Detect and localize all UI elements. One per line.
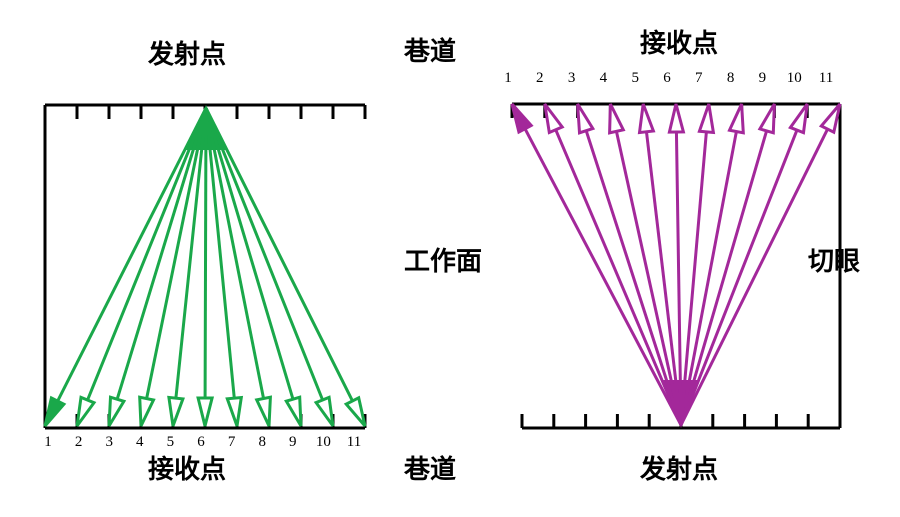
left-receiver-label: 接收点 <box>148 454 226 485</box>
left-num-7: 7 <box>228 434 236 450</box>
left-top-ticks <box>43 105 367 119</box>
right-num-7: 7 <box>695 70 703 86</box>
right-arrowhead-3 <box>576 103 596 135</box>
right-arrowhead-6 <box>667 103 686 134</box>
right-ray-5 <box>644 131 683 426</box>
right-ray-6 <box>674 131 683 426</box>
right-ray-7 <box>679 131 708 426</box>
left-arrowhead-8 <box>254 395 272 427</box>
right-num-1: 1 <box>504 70 512 86</box>
working-face-label: 工作面 <box>404 247 482 277</box>
open-off-cut-label: 切眼 <box>808 247 860 277</box>
right-ray-4 <box>614 131 683 426</box>
right-ray-8 <box>679 131 738 426</box>
right-receiver-label: 接收点 <box>640 28 718 59</box>
left-ray-7 <box>204 107 236 399</box>
right-ray-1 <box>523 128 683 426</box>
left-num-1: 1 <box>44 434 52 450</box>
left-num-4: 4 <box>136 434 144 450</box>
right-num-5: 5 <box>631 70 639 86</box>
right-ray-10 <box>679 129 799 426</box>
left-ray-2 <box>86 107 208 401</box>
right-num-4: 4 <box>600 70 608 86</box>
left-num-2: 2 <box>75 434 83 450</box>
right-num-10: 10 <box>787 70 802 86</box>
left-receiver-numbers: 1 2 3 4 5 6 7 8 9 10 11 <box>44 434 361 450</box>
left-num-6: 6 <box>197 434 205 450</box>
right-source-label: 发射点 <box>639 454 718 485</box>
left-panel: 1 2 3 4 5 6 7 8 9 10 11 <box>43 103 367 450</box>
left-ray-5 <box>174 107 208 399</box>
left-num-8: 8 <box>258 434 266 450</box>
right-arrowhead-7 <box>697 103 716 135</box>
bottom-roadway-label: 巷道 <box>403 454 456 485</box>
right-arrowhead-10 <box>788 103 809 135</box>
left-arrowhead-10 <box>313 395 335 427</box>
right-ray-2 <box>554 129 683 426</box>
left-ray-10 <box>204 107 325 401</box>
left-arrowhead-11 <box>343 395 367 427</box>
right-num-11: 11 <box>819 70 833 86</box>
left-ray-11 <box>204 107 354 402</box>
right-arrowhead-11 <box>818 103 842 135</box>
left-arrowhead-1 <box>43 395 67 427</box>
left-arrowhead-6 <box>196 396 215 427</box>
left-num-5: 5 <box>167 434 175 450</box>
right-arrowhead-8 <box>727 103 745 135</box>
right-arrowhead-5 <box>637 103 656 135</box>
left-ray-9 <box>204 107 295 400</box>
left-num-3: 3 <box>105 434 113 450</box>
left-num-10: 10 <box>316 434 331 450</box>
right-panel: 1 2 3 4 5 6 7 8 9 10 11 <box>504 70 842 430</box>
left-arrowhead-7 <box>225 395 244 427</box>
right-arrowhead-1 <box>510 103 534 135</box>
right-num-3: 3 <box>568 70 576 86</box>
left-num-9: 9 <box>289 434 297 450</box>
right-ray-9 <box>679 130 769 426</box>
top-roadway-label: 巷道 <box>403 36 456 67</box>
left-ray-4 <box>145 107 208 399</box>
right-ray-3 <box>584 130 683 426</box>
right-num-9: 9 <box>759 70 767 86</box>
right-arrowhead-4 <box>608 103 626 135</box>
left-rays <box>43 105 367 427</box>
right-arrowhead-9 <box>757 103 776 135</box>
left-arrowhead-2 <box>75 395 97 427</box>
left-arrowhead-9 <box>284 395 303 427</box>
left-ray-8 <box>204 107 266 399</box>
left-arrowhead-4 <box>138 395 156 427</box>
right-bottom-ticks <box>520 414 842 428</box>
right-rays <box>510 103 842 428</box>
right-ray-11 <box>679 128 829 426</box>
right-receiver-numbers: 1 2 3 4 5 6 7 8 9 10 11 <box>504 70 833 86</box>
left-arrowhead-3 <box>107 395 127 427</box>
left-num-11: 11 <box>347 434 361 450</box>
right-num-8: 8 <box>727 70 735 86</box>
right-num-6: 6 <box>663 70 671 86</box>
left-ray-1 <box>56 107 208 402</box>
left-source-label: 发射点 <box>147 39 226 70</box>
left-ray-6 <box>203 107 208 399</box>
right-num-2: 2 <box>536 70 544 86</box>
left-ray-3 <box>115 107 208 400</box>
right-arrowhead-2 <box>543 103 565 135</box>
left-arrowhead-5 <box>167 395 185 427</box>
